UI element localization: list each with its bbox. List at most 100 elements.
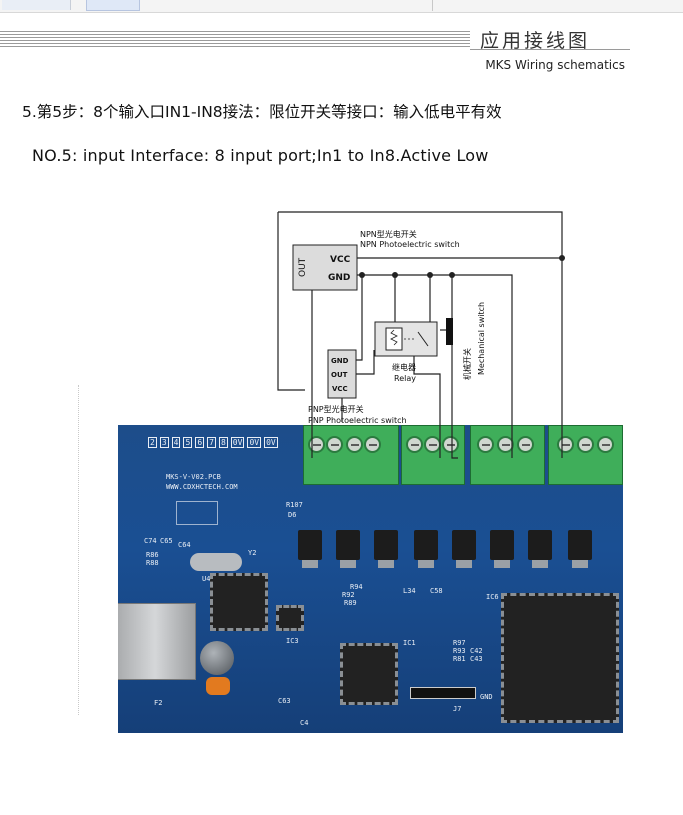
- header-underline: [470, 49, 630, 50]
- crystal-oscillator: [190, 553, 242, 571]
- pin-label: 0V: [264, 437, 278, 448]
- terminal-screw: [364, 436, 381, 453]
- silk-label: R86: [146, 551, 159, 559]
- pin-label: 7: [207, 437, 216, 448]
- terminal-block: [401, 425, 465, 485]
- board-logo: [176, 501, 218, 525]
- junction-dot: [559, 255, 565, 261]
- silk-label: C74: [144, 537, 157, 545]
- terminal-block: [470, 425, 545, 485]
- mech-switch-wire-bottom: [451, 345, 458, 459]
- pcb-name-label: MKS-V-V02.PCB: [166, 473, 221, 481]
- pin-label: 8: [218, 437, 228, 448]
- terminal-screw: [517, 436, 534, 453]
- usb-port: [118, 603, 196, 680]
- npn-out-label: OUT: [298, 257, 308, 277]
- silk-label: F2: [154, 699, 163, 707]
- relay-contact: [417, 331, 429, 347]
- page-subtitle: MKS Wiring schematics: [485, 58, 625, 72]
- mech-switch-label-en: Mechanical switch: [477, 302, 486, 375]
- pin-label: 2: [148, 437, 157, 448]
- pnp-switch-box: [327, 349, 357, 399]
- silk-label: R88: [146, 559, 159, 567]
- mosfet: [374, 530, 398, 568]
- pnp-title-cn: PNP型光电开关: [308, 404, 364, 414]
- toolbar-divider: [432, 0, 433, 11]
- pnp-title-en: PNP Photoelectric switch: [308, 416, 407, 425]
- tantalum-capacitor: [206, 677, 230, 695]
- mosfet: [452, 530, 476, 568]
- silk-label: IC1: [403, 639, 416, 647]
- npn-title-en: NPN Photoelectric switch: [360, 240, 460, 249]
- npn-gnd-label: GND: [328, 273, 350, 283]
- npn-title-cn: NPN型光电开关: [360, 229, 417, 239]
- header-rule-lines: [0, 31, 470, 49]
- pnp-vcc-wire: [277, 212, 305, 391]
- silk-label: IC3: [286, 637, 299, 645]
- mosfet: [568, 530, 592, 568]
- silk-label: R107: [286, 501, 303, 509]
- silk-label: C42: [470, 647, 483, 655]
- silk-label: C64: [178, 541, 191, 549]
- pnp-gnd-label: GND: [331, 357, 349, 365]
- silk-label: R81: [453, 655, 466, 663]
- vcc-wire: [278, 211, 563, 458]
- pin-label: 0V: [247, 437, 262, 448]
- relay-coil-winding: [390, 329, 398, 346]
- silk-label: U4: [202, 575, 211, 583]
- microcontroller-chip: [210, 573, 268, 631]
- small-ic-chip: [276, 605, 304, 631]
- terminal-screw: [406, 436, 423, 453]
- pin-label: 4: [171, 437, 181, 448]
- pnp-vcc-label: VCC: [332, 385, 348, 393]
- terminal-block: [548, 425, 623, 485]
- pin-label: 3: [159, 437, 169, 448]
- silk-label: J7: [453, 705, 462, 713]
- terminal-screw: [577, 436, 594, 453]
- silk-label: Y2: [248, 549, 257, 557]
- fpga-chip: [501, 593, 619, 723]
- silk-label: D6: [288, 511, 297, 519]
- margin-dotted-line: [78, 385, 80, 715]
- toolbar-tab-active[interactable]: [86, 0, 140, 11]
- relay-coil: [385, 327, 403, 351]
- npn-switch-box: [292, 244, 358, 291]
- mechanical-switch-body: [446, 318, 453, 345]
- silk-label: R94: [350, 583, 363, 591]
- silk-label: IC6: [486, 593, 499, 601]
- junction-dot: [359, 272, 365, 278]
- ic-chip: [340, 643, 398, 705]
- electrolytic-capacitor: [200, 641, 234, 675]
- silk-label: C63: [278, 697, 291, 705]
- silk-label: R89: [344, 599, 357, 607]
- terminal-screw: [497, 436, 514, 453]
- pcb-website-label: WWW.CDXHCTECH.COM: [166, 483, 238, 491]
- toolbar-tab[interactable]: [2, 0, 71, 10]
- controller-board: 2 3 4 5 6 7 8 0V 0V 0V MKS-V-V02.PCB WWW…: [118, 425, 623, 733]
- silk-label: C58: [430, 587, 443, 595]
- terminal-screw: [557, 436, 574, 453]
- pnp-out-wire: [356, 350, 375, 375]
- silk-label: R92: [342, 591, 355, 599]
- mosfet: [336, 530, 360, 568]
- terminal-screw: [326, 436, 343, 453]
- gnd-wire: [356, 274, 513, 458]
- step-description-cn: 5.第5步：8个输入口IN1-IN8接法：限位开关等接口：输入低电平有效: [22, 103, 502, 121]
- terminal-screw: [477, 436, 494, 453]
- npn-vcc-label: VCC: [330, 255, 351, 265]
- mosfet: [490, 530, 514, 568]
- pnp-out-label: OUT: [331, 371, 348, 379]
- mosfet: [528, 530, 552, 568]
- pin-label: 5: [183, 437, 193, 448]
- relay-label-cn: 继电器: [392, 362, 416, 372]
- junction-dot: [427, 272, 433, 278]
- silk-label: R97: [453, 639, 466, 647]
- mosfet: [414, 530, 438, 568]
- silk-label: C43: [470, 655, 483, 663]
- silk-label: L34: [403, 587, 416, 595]
- silk-label: C65: [160, 537, 173, 545]
- mech-switch-label-cn: 机械开关: [462, 348, 472, 380]
- page-title: 应用接线图: [480, 30, 591, 52]
- junction-dot: [449, 272, 455, 278]
- header-connector: [410, 687, 476, 699]
